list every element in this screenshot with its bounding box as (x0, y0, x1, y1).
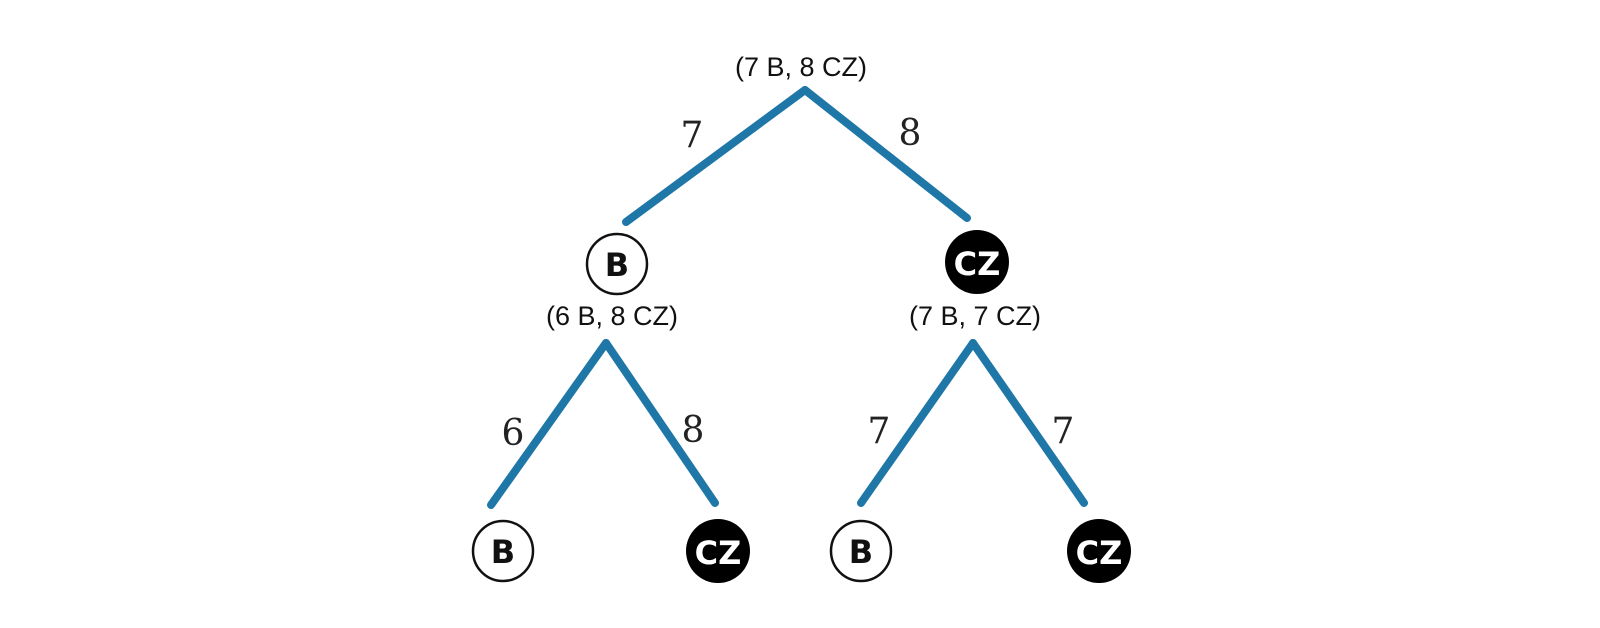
leaf-b-circle (829, 519, 893, 583)
edge-label-root-cz: 8 (899, 113, 922, 154)
node-b-text: B (605, 246, 629, 284)
node-b-circle (585, 232, 649, 296)
leaf-b-text: B (491, 533, 515, 571)
node-cz-text: CZ (954, 245, 1001, 283)
edge-cz-to-b (857, 339, 977, 507)
edge-label-cz-cz: 7 (1052, 411, 1075, 452)
edge-label-root-b: 7 (681, 115, 704, 156)
cz-branch-count-label: (7 B, 7 CZ) (909, 301, 1041, 331)
edge-label-b-cz: 8 (682, 410, 705, 451)
node-cz-circle (945, 230, 1009, 294)
edge-cz-to-cz (969, 339, 1088, 507)
b-branch-count-label: (6 B, 8 CZ) (546, 301, 678, 331)
edge-label-cz-b: 7 (868, 411, 891, 452)
leaf-b-circle (471, 519, 535, 583)
edge-label-b-b: 6 (502, 413, 525, 454)
leaf-b-1: B (471, 519, 535, 583)
edge-root-to-cz (801, 86, 971, 222)
edge-b-to-cz (602, 339, 719, 507)
leaf-cz-circle (1067, 519, 1131, 583)
edge-root-to-b (622, 86, 809, 226)
leaf-cz-text: CZ (1076, 534, 1123, 572)
tree-edges (487, 86, 1088, 509)
leaf-cz-circle (686, 519, 750, 583)
leaf-b-2: B (829, 519, 893, 583)
leaf-cz-text: CZ (695, 534, 742, 572)
node-b-level1: B (585, 232, 649, 296)
root-count-label: (7 B, 8 CZ) (735, 52, 867, 82)
edge-b-to-b (487, 339, 610, 509)
leaf-cz-1: CZ (686, 519, 750, 583)
leaf-cz-2: CZ (1067, 519, 1131, 583)
node-cz-level1: CZ (945, 230, 1009, 294)
leaf-b-text: B (849, 533, 873, 571)
